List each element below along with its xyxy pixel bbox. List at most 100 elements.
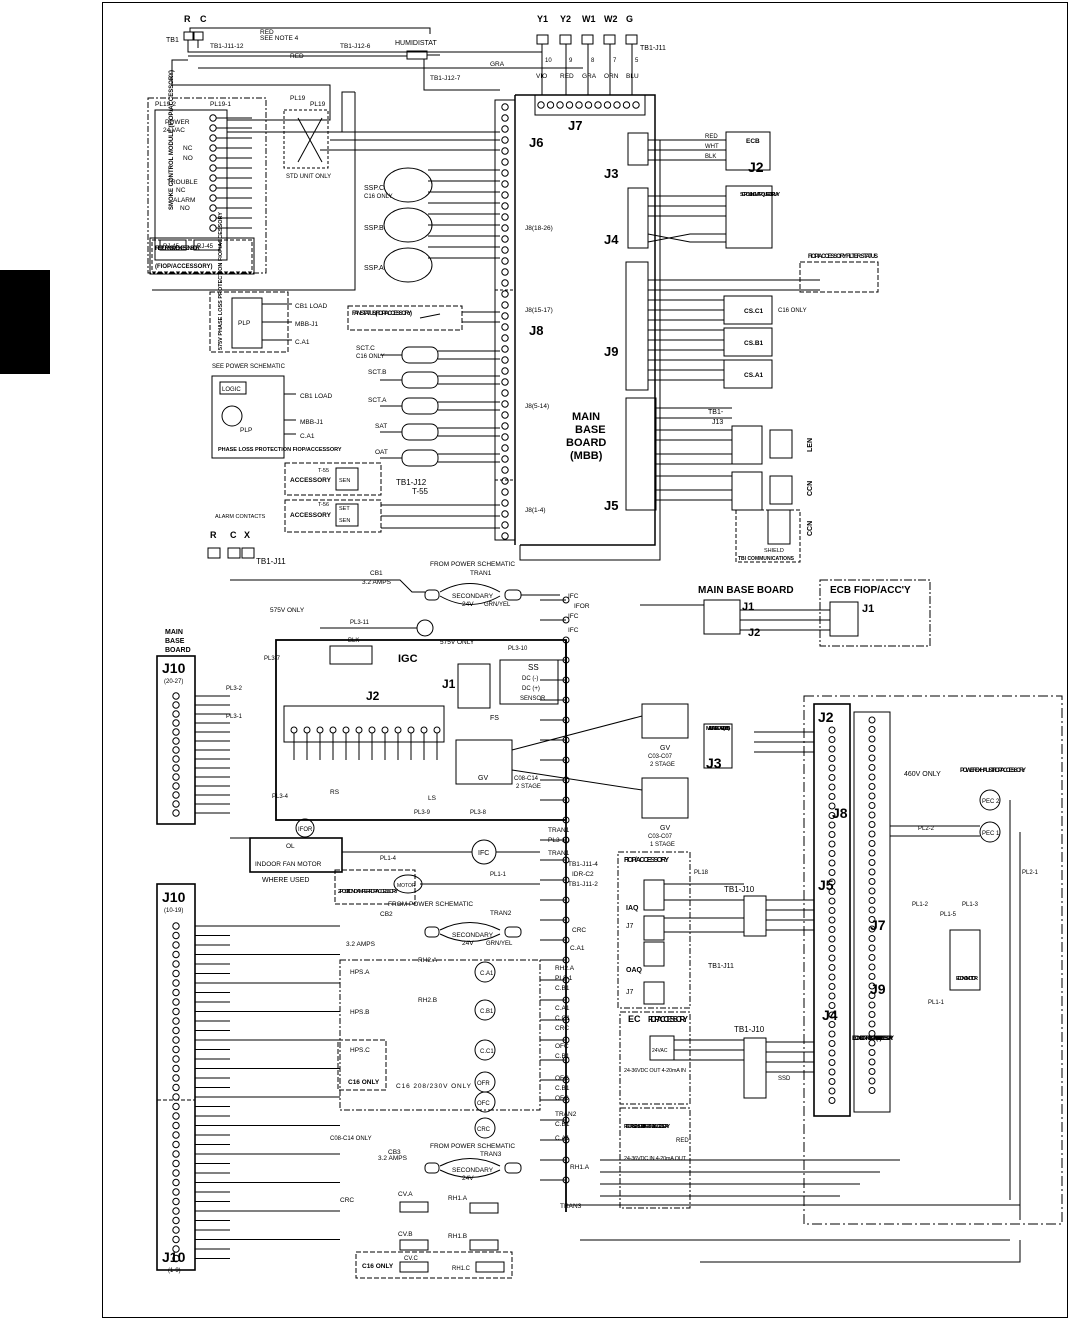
- j10-lower-pin: [172, 979, 180, 987]
- tb1-j12-label: TB1-J12: [396, 478, 427, 487]
- j6-j8-pin: [501, 356, 509, 364]
- econo-motor-label: ECONO MOTOR: [956, 976, 978, 982]
- cb3-from: FROM POWER SCHEMATIC: [430, 1143, 515, 1150]
- ecb-j8-pin: [868, 849, 876, 857]
- ls-label: LS: [428, 795, 437, 802]
- 460v-only: 460V ONLY: [904, 771, 941, 778]
- terminal-C: C: [193, 14, 207, 41]
- ifc-coil: IFC: [478, 850, 489, 857]
- rh1c-label: RH1.C: [452, 1266, 471, 1272]
- econ-j2: J2: [818, 709, 834, 725]
- ecb-pin: [828, 869, 836, 876]
- cs-c1-label: CS.C1: [744, 308, 764, 315]
- ecb-j8-pin: [868, 992, 876, 999]
- cb3-label: CB3: [388, 1149, 401, 1156]
- t55-label-b: T-55: [412, 487, 429, 496]
- igc-j2-pin: [290, 726, 298, 734]
- ca1-label-2: C.A1: [555, 1005, 570, 1012]
- j10-lower-pin: [172, 1216, 180, 1225]
- mbb-j2-label: J2: [748, 627, 760, 639]
- j3-header: J3: [604, 166, 618, 181]
- ofr-coil: OFR: [477, 1081, 490, 1087]
- igc-label: IGC: [398, 653, 418, 665]
- ssp-c-label: SSP.C: [364, 185, 384, 192]
- j10-base: BASE: [165, 638, 185, 645]
- ec-24-36vdc: 24-36VDC OUT 4-20mA IN: [624, 1068, 686, 1074]
- ecb-pin: [828, 821, 836, 829]
- j6-j8-pin: [501, 235, 509, 243]
- ecb-pin: [828, 840, 836, 848]
- fan-status-title: FAN STATUS (FIOP/ACCESSORY): [352, 311, 412, 317]
- thermistor-wire: [380, 453, 500, 463]
- j10-lower-header: J10: [162, 889, 186, 905]
- vac-label: 24 VAC: [163, 127, 185, 134]
- tb1-j10-b: TB1-J10: [734, 1025, 765, 1034]
- j6-j8-pin: [501, 180, 509, 188]
- j10-lower-pin: [172, 950, 180, 959]
- rail-terminal: [562, 976, 570, 984]
- j5-communications: TB1- J13 LEN CCN CCN SHIELD TBI COMMUNIC…: [625, 397, 814, 563]
- j6-j8-pin: [501, 411, 509, 419]
- j9-current-sensors: CS.C1 CS.B1 CS.A1 C16 ONLY FIOP/ACCESSOR…: [625, 254, 879, 391]
- ecb-pin: [828, 888, 836, 895]
- cvb-label: CV.B: [398, 1231, 413, 1238]
- j10-lower-range: (10-19): [164, 908, 183, 914]
- ecb-j8-pin: [868, 1068, 876, 1075]
- ccn-label: CCN: [807, 481, 814, 496]
- j10-board: BOARD: [165, 647, 191, 654]
- ecb-pin: [828, 755, 836, 762]
- tb1-j11-4-label: TB1-J11-4: [568, 861, 598, 868]
- rj45-b: RJ-45: [197, 244, 214, 250]
- tran3-label: TRAN3: [480, 1151, 502, 1158]
- j6-j8-pin: [501, 312, 509, 320]
- tb1-j13-label: TB1-: [708, 409, 724, 416]
- j7-pin: [556, 101, 564, 109]
- ecb-j8-pin: [868, 811, 876, 819]
- j5-header: J5: [604, 498, 618, 513]
- pl2-1-econ: PL2-1: [1022, 870, 1039, 876]
- j6-j8-pin: [501, 202, 509, 210]
- j7-pin-10: 10: [545, 58, 552, 64]
- terminal-Y2: Y2: [559, 14, 572, 45]
- top-terminal-block: R C TB1 Y1 Y2 W1 W2 G TB1-J11: [166, 14, 666, 95]
- pl1-1-label: PL1-1: [490, 872, 507, 878]
- ecb-pin: [828, 736, 836, 743]
- thermistor: [401, 346, 439, 364]
- ca1-label-3: C.A1: [555, 1135, 570, 1142]
- ifc-label-2: IFC: [568, 613, 579, 620]
- ecb-j8-pin: [868, 1020, 876, 1028]
- j10-lower-pin: [172, 941, 180, 949]
- ecb-pin: [828, 935, 836, 943]
- j13-label: J13: [712, 419, 723, 426]
- cvc-label: CV.C: [404, 1256, 418, 1262]
- j6-j8-pin: [501, 367, 509, 375]
- j10-lower-pin: [172, 1074, 180, 1082]
- sensor-label: SENSOR: [520, 696, 546, 702]
- rail-terminal: [562, 616, 570, 624]
- dc-plus-label: DC (+): [522, 686, 540, 692]
- sct-a-label: SCT.A: [368, 397, 387, 404]
- rh2b-coil: RH2.B: [418, 997, 437, 1004]
- sen-label-1: SEN: [339, 478, 350, 484]
- alarm-r: R: [210, 530, 217, 540]
- std-unit-note: STD UNIT ONLY: [286, 174, 331, 180]
- t56-label: T-56: [318, 502, 329, 508]
- j6-header: J6: [529, 135, 543, 150]
- j7-pin: [622, 101, 631, 109]
- scrolling-display-label: SCROLLING MARQUEE DISPLAY: [740, 192, 780, 198]
- ecb-j8-pin: [868, 716, 876, 724]
- red-wire-label: RED: [260, 29, 274, 36]
- ecb-j8-pin: [868, 944, 876, 952]
- pl3-11-label: PL3-11: [350, 620, 370, 626]
- j7-wire-gra: GRA: [582, 73, 597, 80]
- set-label: SET: [339, 506, 350, 512]
- tb1-j12-6-label: TB1-J12-6: [340, 43, 371, 50]
- main-base-board-title: MAIN BASE BOARD: [698, 585, 794, 596]
- j10-upper-range: (20-27): [164, 679, 183, 685]
- smoke-pin: [209, 194, 217, 202]
- ecb-pin: [828, 878, 836, 886]
- j6-j8-pin: [501, 466, 509, 474]
- j10-lower-pin: [172, 1055, 180, 1063]
- thermistor-wire: [380, 401, 500, 411]
